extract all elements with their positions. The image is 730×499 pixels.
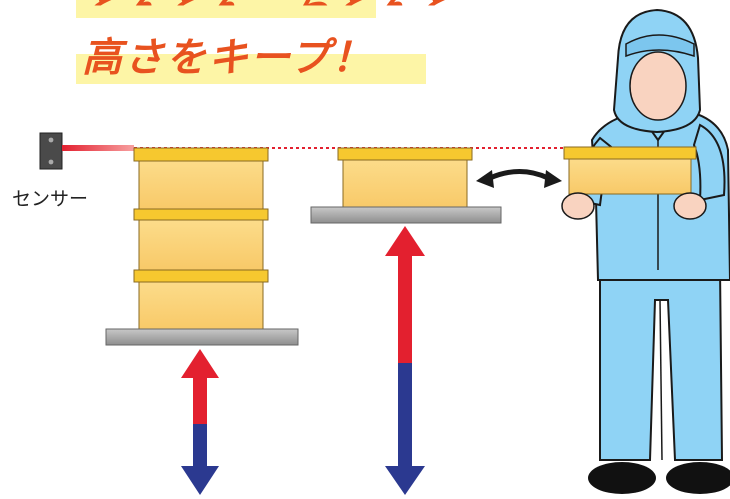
sensor-icon [39, 132, 63, 170]
headline: どんどん、ちどんど、 [76, 0, 498, 18]
worker-hand-right [673, 192, 707, 220]
up-down-arrow-icon [181, 349, 219, 495]
headline-line-2: 高さをキープ！ [82, 35, 374, 81]
platform-left [105, 328, 299, 346]
box-stack-left [133, 147, 269, 331]
up-down-arrow-icon [385, 226, 425, 495]
headline-highlight-2 [76, 54, 426, 84]
headline-line-1: どんどん、ちどんど、 [82, 0, 498, 6]
box-held [563, 146, 697, 195]
headline-highlight-1 [76, 0, 376, 18]
platform-middle [310, 206, 502, 224]
box-middle [337, 147, 473, 210]
worker-hand-left [561, 192, 595, 220]
headline-2: 高さをキープ！ [76, 35, 426, 84]
exchange-arrow-icon [476, 169, 562, 188]
worker-figure [574, 8, 730, 494]
laser-beam [62, 145, 600, 151]
sensor-label: センサー [12, 188, 89, 210]
